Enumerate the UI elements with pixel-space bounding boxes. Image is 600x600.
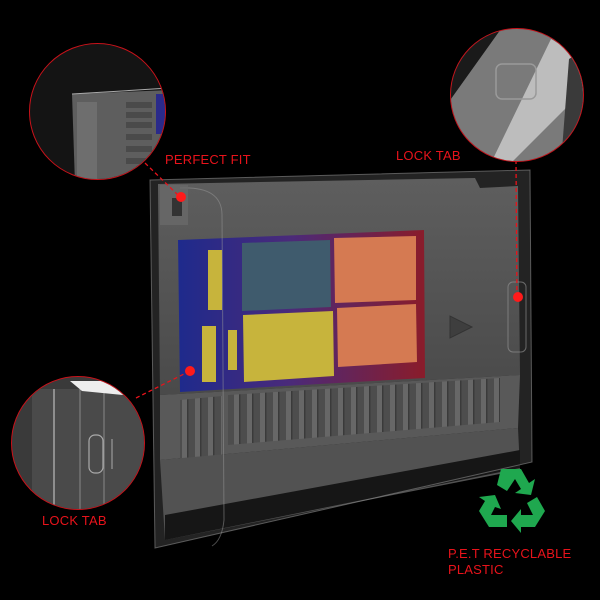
perfect-fit-label: PERFECT FIT [165,152,251,167]
lock-tab-top-label: LOCK TAB [396,148,461,163]
recycle-label-line1: P.E.T RECYCLABLE [448,546,572,561]
lock-tab-bottom-label: LOCK TAB [42,513,107,528]
recycle-icon [477,467,547,533]
perfect-fit-zoom-circle [29,43,166,180]
recycle-label-line2: PLASTIC [448,562,504,577]
lock-tab-top-zoom-circle [450,28,584,162]
lock-tab-bottom-zoom-circle [11,376,145,510]
